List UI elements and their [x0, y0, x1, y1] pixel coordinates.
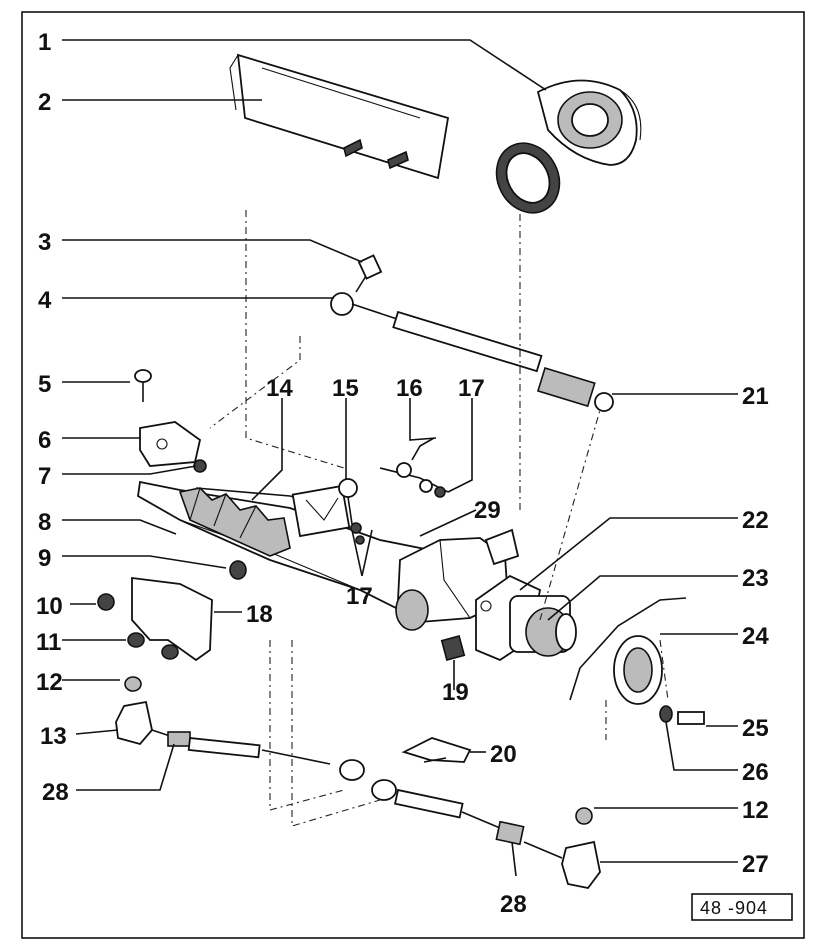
- callout-8: 8: [38, 509, 51, 536]
- part-bellows: [178, 487, 291, 557]
- reference-box: 48 -904: [691, 893, 793, 921]
- part-nut-9: [229, 560, 247, 580]
- callout-29: 29: [474, 497, 501, 524]
- part-tie-rod-right: [371, 779, 601, 889]
- part-banjo-15: [338, 478, 365, 545]
- part-bracket-18: [97, 576, 213, 662]
- callout-17-top: 17: [458, 375, 485, 402]
- callout-28-left: 28: [42, 779, 69, 806]
- callout-18: 18: [246, 601, 273, 628]
- part-clamp-6: [139, 421, 207, 473]
- part-bolts-20: [401, 737, 472, 763]
- callout-19: 19: [442, 679, 469, 706]
- part-valve-body: [291, 484, 351, 538]
- callout-5: 5: [38, 371, 51, 398]
- callout-6: 6: [38, 427, 51, 454]
- callout-23: 23: [742, 565, 769, 592]
- callout-2: 2: [38, 89, 51, 116]
- part-heat-shield: [229, 53, 450, 180]
- callout-21: 21: [742, 383, 769, 410]
- part-steering-boot-cover: [536, 79, 642, 166]
- leader-lines: [62, 39, 738, 877]
- callout-26: 26: [742, 759, 769, 786]
- part-bolt-25: [659, 705, 705, 725]
- guide-lines: [209, 210, 669, 827]
- part-damper: [330, 292, 614, 412]
- part-grommet-ring: [495, 142, 561, 214]
- callout-labels: 1 2 3 4 5 6 7 8 9 10 11 12 13 28 18 14 1…: [36, 29, 769, 918]
- callout-12-right: 12: [742, 797, 769, 824]
- callout-16: 16: [396, 375, 423, 402]
- part-bolt-5: [134, 369, 152, 402]
- part-fitting-19: [440, 635, 466, 661]
- reference-number: 48 -904: [700, 898, 768, 918]
- part-tie-rod-left: [115, 676, 365, 781]
- callout-1: 1: [38, 29, 51, 56]
- diagram-border: [21, 11, 805, 939]
- callout-3: 3: [38, 229, 51, 256]
- callout-24: 24: [742, 623, 769, 650]
- callout-13: 13: [40, 723, 67, 750]
- callout-25: 25: [742, 715, 769, 742]
- part-valve-23: [509, 595, 577, 657]
- callout-17-bottom: 17: [346, 583, 373, 610]
- part-studs: [343, 138, 409, 170]
- callout-4: 4: [38, 287, 52, 314]
- part-bulkhead-24: [569, 597, 687, 740]
- part-bolt-3: [355, 254, 383, 293]
- callout-11: 11: [36, 629, 61, 656]
- callout-15: 15: [332, 375, 359, 402]
- part-line-16: [379, 437, 449, 498]
- callout-10: 10: [36, 593, 63, 620]
- callout-7: 7: [38, 463, 51, 490]
- callout-20: 20: [490, 741, 517, 768]
- callout-12-left: 12: [36, 669, 63, 696]
- callout-27: 27: [742, 851, 769, 878]
- callout-9: 9: [38, 545, 51, 572]
- callout-22: 22: [742, 507, 769, 534]
- callout-14: 14: [266, 375, 293, 402]
- callout-28-right: 28: [500, 891, 527, 918]
